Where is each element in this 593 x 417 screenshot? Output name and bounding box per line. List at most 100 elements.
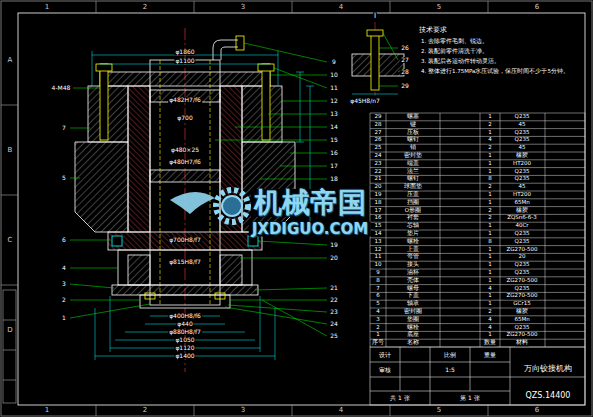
drawing-label: 5: [436, 4, 442, 11]
table-cell: 20: [518, 255, 527, 261]
drawing-label: 4: [338, 4, 344, 11]
table-cell: 14: [374, 231, 383, 237]
table-cell: 底座: [406, 333, 420, 339]
table-cell: 19: [374, 192, 383, 198]
table-cell: 8: [375, 278, 381, 284]
table-cell: 4: [487, 317, 493, 323]
drawing-label: φ1860: [174, 49, 195, 55]
drawing-label: 机械帝国: [251, 189, 369, 217]
table-cell: 壳体: [406, 278, 420, 284]
drawing-label: φ400H8/f6: [168, 313, 202, 319]
table-cell: 17: [374, 208, 383, 214]
table-cell: Q235: [514, 270, 531, 276]
drawing-label: 4: [61, 265, 67, 271]
drawing-label: I: [373, 13, 377, 20]
table-rule: [370, 347, 585, 348]
table-cell: 芯轴: [406, 223, 420, 229]
drawing-label: 24: [329, 321, 339, 327]
drawing-label: 19: [329, 242, 339, 248]
drawing-label: φ45H8/n7: [349, 98, 381, 104]
drawing-label: 1. 去除零件毛刺、锐边。: [420, 39, 489, 45]
table-cell: 13: [374, 239, 383, 245]
table-cell: ZQSn6-6-3: [506, 216, 538, 222]
table-cell: 24: [374, 153, 383, 159]
table-cell: 轴承: [406, 301, 420, 307]
table-cell: 8: [487, 239, 493, 245]
table-cell: 下盖: [406, 294, 420, 300]
table-cell: HT200: [512, 161, 532, 167]
table-rule: [370, 331, 585, 332]
drawing-label: 审核: [378, 367, 392, 373]
table-cell: 29: [374, 114, 383, 120]
drawing-label: 26: [400, 45, 410, 51]
drawing-label: 15: [329, 137, 339, 143]
drawing-label: φ440: [176, 321, 193, 327]
table-cell: 3: [375, 317, 381, 323]
table-cell: 1: [487, 270, 493, 276]
table-cell: 1: [487, 231, 493, 237]
table-cell: 螺栓: [406, 239, 420, 245]
table-cell: 2: [375, 325, 381, 331]
table-cell: 15: [374, 223, 383, 229]
drawing-label: φ1050: [174, 337, 195, 343]
table-rule: [370, 276, 585, 277]
table-cell: 65Mn: [513, 200, 530, 206]
table-cell: 名称: [406, 340, 420, 346]
table-cell: 12: [374, 247, 383, 253]
table-cell: Q235: [514, 231, 531, 237]
drawing-label: 25: [329, 333, 339, 339]
drawing-label: 9: [331, 59, 337, 65]
drawing-label: D: [6, 327, 13, 334]
table-rule: [370, 230, 585, 231]
table-cell: HT200: [512, 192, 532, 198]
table-cell: 油杯: [406, 270, 420, 276]
table-cell: 垫片: [406, 231, 420, 237]
drawing-label: 20: [329, 255, 339, 261]
drawing-label: JXDIGUO.COM: [249, 222, 371, 237]
table-cell: ZG270-500: [505, 247, 538, 253]
table-cell: 法兰: [406, 169, 420, 175]
detail-view: [352, 22, 404, 96]
drawing-label: 13: [329, 111, 339, 117]
table-rule: [370, 214, 585, 215]
table-cell: 螺钉: [406, 177, 420, 183]
table-rule: [370, 175, 585, 176]
drawing-label: φ815H8/f7: [168, 259, 202, 265]
drawing-label: QZS.14400: [525, 392, 572, 400]
table-cell: Q235: [514, 169, 531, 175]
table-cell: 1: [487, 200, 493, 206]
drawing-label: 12: [329, 98, 339, 104]
table-rule: [370, 269, 585, 270]
drawing-label: 4: [338, 407, 344, 414]
drawing-label: 万向铰接机构: [523, 365, 573, 373]
drawing-label: 共 1 张: [389, 395, 411, 401]
table-cell: 球面垫: [403, 184, 423, 190]
drawing-label: 11: [329, 85, 339, 91]
drawing-label: 设计: [378, 352, 392, 358]
drawing-label: 3. 装配后各运动件转动灵活。: [420, 59, 501, 65]
table-cell: 2: [487, 208, 493, 214]
drawing-label: 2. 装配前零件清洗干净。: [420, 49, 489, 55]
drawing-label: 6: [61, 237, 67, 243]
table-cell: 5: [375, 301, 381, 307]
watermark-logo: [170, 190, 248, 222]
drawing-label: 21: [329, 285, 339, 291]
table-cell: 2: [487, 184, 493, 190]
table-cell: 螺母: [406, 286, 420, 292]
drawing-label: 3: [61, 281, 67, 287]
drawing-label: 16: [329, 150, 339, 156]
drawing-label: 2: [61, 297, 67, 303]
table-cell: 1: [487, 278, 493, 284]
drawing-label: 7: [61, 125, 67, 131]
drawing-label: φ480×25: [170, 147, 200, 153]
table-cell: Q235: [514, 262, 531, 268]
table-cell: 10: [374, 262, 383, 268]
table-cell: 4: [375, 309, 381, 315]
table-cell: GCr15: [512, 301, 531, 307]
table-rule: [370, 167, 585, 168]
table-cell: ZG270-500: [505, 278, 538, 284]
table-cell: 16: [374, 216, 383, 222]
table-cell: Q235: [514, 130, 531, 136]
drawing-label: 22: [329, 297, 339, 303]
table-cell: 橡胶: [515, 309, 529, 315]
